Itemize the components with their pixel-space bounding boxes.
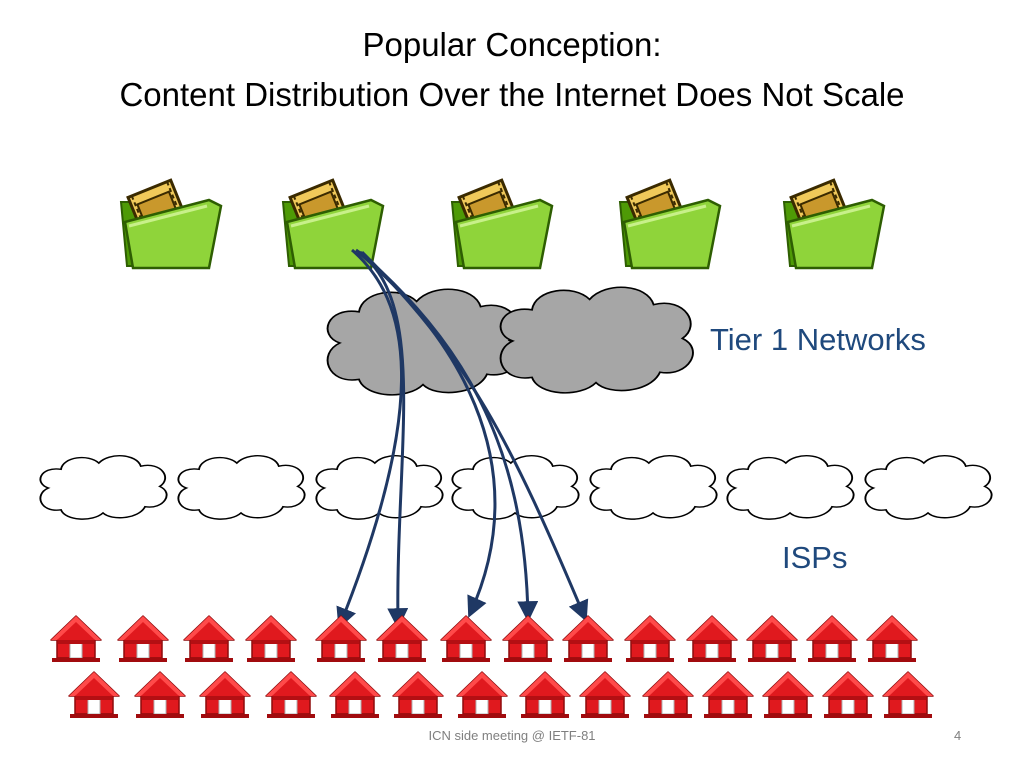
house-icon <box>265 671 317 719</box>
house-icon <box>50 615 102 663</box>
house-icon <box>642 671 694 719</box>
house-icon <box>579 671 631 719</box>
slide-title-line-2: Content Distribution Over the Internet D… <box>119 76 905 113</box>
house-icon <box>866 615 918 663</box>
house-icon <box>822 671 874 719</box>
house-icon <box>456 671 508 719</box>
footer-text: ICN side meeting @ IETF-81 <box>428 728 596 743</box>
arrow <box>355 248 409 630</box>
home-row-1 <box>50 615 918 663</box>
film-folder-icon <box>450 178 554 270</box>
film-folder-icon <box>119 178 223 270</box>
house-icon <box>762 671 814 719</box>
house-icon <box>134 671 186 719</box>
house-icon <box>392 671 444 719</box>
house-icon <box>519 671 571 719</box>
house-icon <box>183 615 235 663</box>
house-icon <box>562 615 614 663</box>
house-icon <box>68 671 120 719</box>
arrow <box>336 248 404 629</box>
house-icon <box>329 671 381 719</box>
distribution-arrows <box>336 248 589 630</box>
house-icon <box>502 615 554 663</box>
white-cloud-icon <box>726 454 855 521</box>
house-icon <box>315 615 367 663</box>
arrow <box>360 250 589 622</box>
film-folder-icon <box>281 178 385 270</box>
slide-title-line-1: Popular Conception: <box>362 26 662 63</box>
house-icon <box>376 615 428 663</box>
isps-label: ISPs <box>782 540 848 575</box>
house-icon <box>806 615 858 663</box>
white-cloud-icon <box>864 454 993 521</box>
house-icon <box>245 615 297 663</box>
house-icon <box>702 671 754 719</box>
film-folder-icon <box>782 178 886 270</box>
white-cloud-icon <box>39 454 168 521</box>
white-cloud-icon <box>589 454 718 521</box>
page-number: 4 <box>954 728 962 743</box>
gray-cloud-icon <box>326 288 521 396</box>
house-icon <box>117 615 169 663</box>
house-icon <box>882 671 934 719</box>
house-icon <box>199 671 251 719</box>
house-icon <box>624 615 676 663</box>
house-icon <box>746 615 798 663</box>
tier1-networks-label: Tier 1 Networks <box>710 322 926 357</box>
white-cloud-icon <box>177 454 306 521</box>
film-folder-icon <box>618 178 722 270</box>
gray-cloud-icon <box>499 286 694 394</box>
house-icon <box>440 615 492 663</box>
house-icon <box>686 615 738 663</box>
home-row-2 <box>68 671 934 719</box>
